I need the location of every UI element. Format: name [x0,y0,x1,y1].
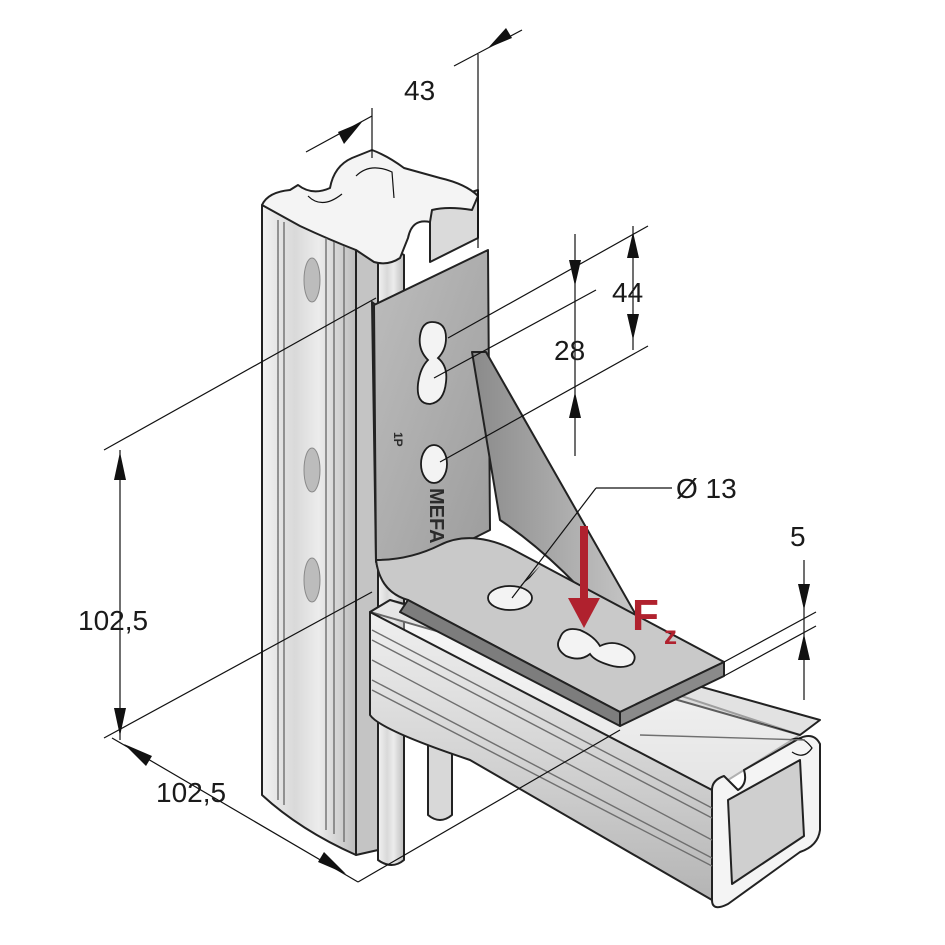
dim-vertical-leg: 102,5 [78,605,148,636]
slot-hole-lower [557,628,636,668]
round-hole-horizontal [487,585,533,611]
force-subscript: z [664,620,677,650]
dimension-5: 5 [723,521,817,700]
dim-horizontal-leg: 102,5 [156,777,226,808]
dimension-43: 43 [305,28,523,248]
brand-stamp: MEFA [425,488,447,544]
dim-channel-width: 43 [404,75,435,106]
dimension-44-28: 44 28 [433,225,649,463]
angle-bracket: MEFA 1P [371,249,725,727]
dimension-horizontal-leg: 102,5 [111,729,621,883]
dim-hole-diameter: Ø 13 [676,473,737,504]
dim-plate-thickness: 5 [790,521,806,552]
part-stamp: 1P [391,432,405,447]
dim-hole-spacing-outer: 44 [612,277,643,308]
dimension-hole-diameter: Ø 13 [511,473,737,599]
slot-hole-upper [416,321,448,405]
dimension-vertical-leg: 102,5 [78,297,377,740]
round-hole-vertical [420,444,448,484]
dim-hole-spacing-inner: 28 [554,335,585,366]
force-label: F [632,591,659,640]
force-arrow: F z [568,526,677,650]
